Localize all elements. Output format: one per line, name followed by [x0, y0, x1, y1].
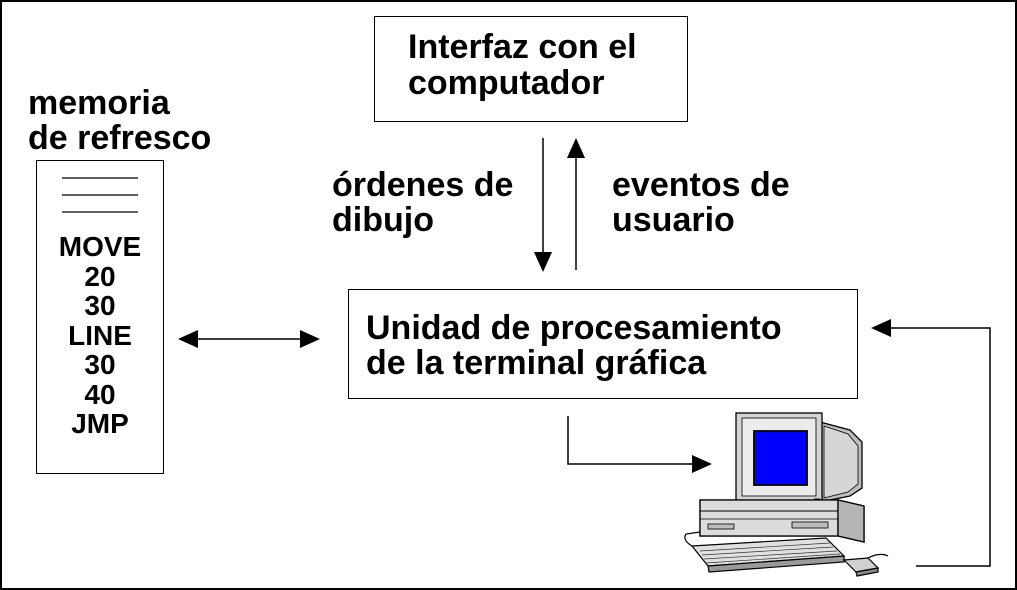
- computer-interface-label-line2: computador: [408, 64, 605, 102]
- output-to-display-arrow: [567, 416, 712, 473]
- memory-command: 40: [84, 378, 116, 410]
- memory-command: MOVE: [58, 231, 142, 262]
- memory-command: 30: [84, 349, 116, 380]
- memory-command: JMP: [71, 408, 129, 439]
- mouse-icon: [842, 553, 889, 577]
- memory-title-line2: de refresco: [28, 119, 212, 157]
- drawing-orders-label-line2: dibujo: [332, 201, 434, 239]
- processing-unit-label-line1: Unidad de procesamiento: [366, 309, 782, 347]
- computer-interface-label-line1: Interfaz con el: [408, 28, 637, 66]
- monitor-screen: [753, 430, 808, 486]
- user-events-label-line2: usuario: [612, 201, 735, 239]
- drawing-orders-label-line1: órdenes de: [332, 166, 514, 204]
- memory-command-list: MOVE 20 30 LINE 30 40 JMP: [36, 232, 164, 439]
- memory-command: 30: [84, 290, 116, 321]
- drawing-orders-arrow: [534, 138, 552, 272]
- memory-command: LINE: [68, 319, 132, 351]
- user-events-label-line1: eventos de: [612, 166, 790, 204]
- computer-interface-box: [374, 16, 688, 122]
- user-events-arrow: [567, 138, 585, 270]
- input-feedback-arrow: [871, 319, 991, 567]
- keyboard-icon: [684, 531, 846, 573]
- processing-unit-label-line2: de la terminal gráfica: [366, 344, 707, 382]
- memory-processing-double-arrow: [178, 330, 320, 348]
- computer-terminal-icon: [699, 412, 865, 543]
- memory-title-line1: memoria: [28, 84, 170, 122]
- graphics-processing-unit-box: [348, 289, 858, 399]
- memory-command: 20: [84, 260, 116, 292]
